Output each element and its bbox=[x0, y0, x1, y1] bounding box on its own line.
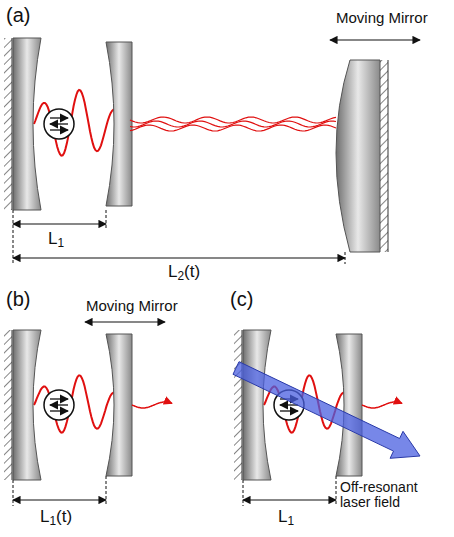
panel-letter: (a) bbox=[6, 4, 30, 26]
left-mirror bbox=[13, 38, 41, 210]
emitted-wave bbox=[132, 402, 172, 408]
spin-arrow bbox=[50, 398, 68, 399]
panel-letter: (c) bbox=[230, 288, 253, 310]
part-name: Off-resonant laser field bbox=[340, 480, 448, 511]
dimension-arrow bbox=[243, 499, 336, 500]
dimension-guide bbox=[13, 210, 14, 264]
dimension-label: L1 bbox=[278, 508, 294, 528]
dimension-guide bbox=[106, 210, 107, 230]
dimension-guide bbox=[13, 480, 14, 506]
wall-edge bbox=[12, 38, 13, 210]
dimension-arrow bbox=[13, 223, 106, 224]
atom bbox=[44, 390, 74, 420]
dimension-guide bbox=[336, 476, 337, 506]
emitted-wave bbox=[362, 402, 402, 408]
left-mirror bbox=[243, 330, 271, 480]
standing-wave bbox=[34, 90, 116, 156]
moving-mirror bbox=[336, 60, 380, 252]
emitted-wave bbox=[130, 125, 336, 131]
right-mirror bbox=[106, 42, 132, 206]
right-mirror bbox=[336, 334, 362, 476]
dimension-label: L1 bbox=[48, 230, 64, 250]
motion-arrow bbox=[330, 39, 420, 40]
wall-hatch bbox=[4, 38, 12, 210]
wall-edge bbox=[388, 60, 389, 252]
spin-arrow bbox=[50, 123, 68, 124]
standing-wave bbox=[34, 375, 116, 432]
left-mirror bbox=[13, 330, 41, 480]
motion-arrow bbox=[85, 321, 165, 322]
dimension-guide bbox=[243, 480, 244, 506]
panel-letter: (b) bbox=[6, 288, 30, 310]
part-name: Moving Mirror bbox=[336, 10, 428, 27]
right-mirror bbox=[106, 334, 132, 476]
dimension-label: L2(t) bbox=[168, 263, 200, 283]
spin-arrow bbox=[50, 404, 68, 405]
wall-hatch bbox=[4, 330, 12, 480]
spin-arrow bbox=[50, 129, 68, 130]
spin-arrow bbox=[280, 410, 298, 411]
part-name: Moving Mirror bbox=[86, 298, 178, 315]
wall-edge bbox=[242, 330, 243, 480]
dimension-arrow bbox=[13, 499, 106, 500]
wall-hatch bbox=[380, 60, 388, 252]
dimension-arrow bbox=[13, 257, 345, 258]
spin-arrow bbox=[50, 410, 68, 411]
wall-hatch bbox=[234, 330, 242, 480]
spin-arrow bbox=[50, 117, 68, 118]
dimension-label: L1(t) bbox=[40, 508, 72, 528]
dimension-guide bbox=[106, 476, 107, 506]
atom bbox=[44, 109, 74, 139]
laser-beam bbox=[233, 362, 420, 459]
wall-edge bbox=[12, 330, 13, 480]
